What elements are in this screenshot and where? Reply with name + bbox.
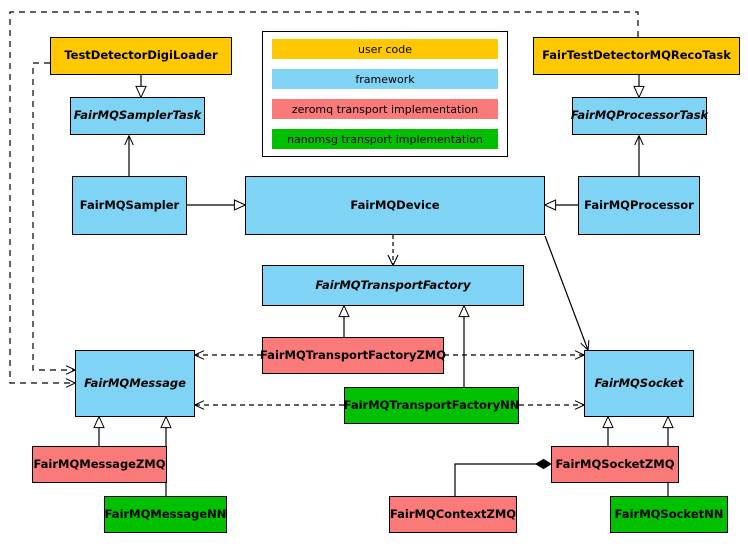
node-fairmqsocketnn[interactable]: FairMQSocketNN [610, 496, 728, 533]
node-fairmqmessage[interactable]: FairMQMessage [75, 350, 195, 417]
legend-item-framework: framework [272, 69, 498, 89]
node-fairmqmessagezmq[interactable]: FairMQMessageZMQ [32, 446, 167, 483]
node-fairmqtransportfactoryzmq[interactable]: FairMQTransportFactoryZMQ [260, 337, 446, 374]
edge-socketzmq-composition-contextzmq [454, 458, 552, 496]
legend-item-zeromq: zeromq transport implementation [272, 99, 498, 119]
node-fairmqcontextzmq[interactable]: FairMQContextZMQ [389, 496, 517, 533]
node-fairtestdetectormqrecotask[interactable]: FairTestDetectorMQRecoTask [533, 37, 740, 75]
legend-item-user-code: user code [272, 39, 498, 59]
node-fairmqmessagenn[interactable]: FairMQMessageNN [104, 496, 227, 533]
node-fairmqtransportfactorynn[interactable]: FairMQTransportFactoryNN [344, 387, 519, 424]
node-testdetectordigiloader[interactable]: TestDetectorDigiLoader [50, 37, 232, 75]
node-fairmqprocessor[interactable]: FairMQProcessor [578, 176, 700, 235]
node-fairmqtransportfactory[interactable]: FairMQTransportFactory [262, 265, 524, 306]
node-fairmqsampler[interactable]: FairMQSampler [72, 176, 187, 235]
node-fairmqsocket[interactable]: FairMQSocket [584, 350, 694, 417]
edge-device-to-socket [544, 235, 590, 352]
node-fairmqsocketzmq[interactable]: FairMQSocketZMQ [551, 446, 679, 483]
legend-item-nanomsg: nanomsg transport implementation [272, 129, 498, 149]
edge-digiloader-to-message [32, 62, 77, 375]
node-fairmqsamplertask[interactable]: FairMQSamplerTask [70, 97, 205, 135]
legend-panel: user code framework zeromq transport imp… [262, 31, 508, 157]
node-fairmqdevice[interactable]: FairMQDevice [245, 176, 545, 235]
node-fairmqprocessortask[interactable]: FairMQProcessorTask [571, 97, 708, 135]
